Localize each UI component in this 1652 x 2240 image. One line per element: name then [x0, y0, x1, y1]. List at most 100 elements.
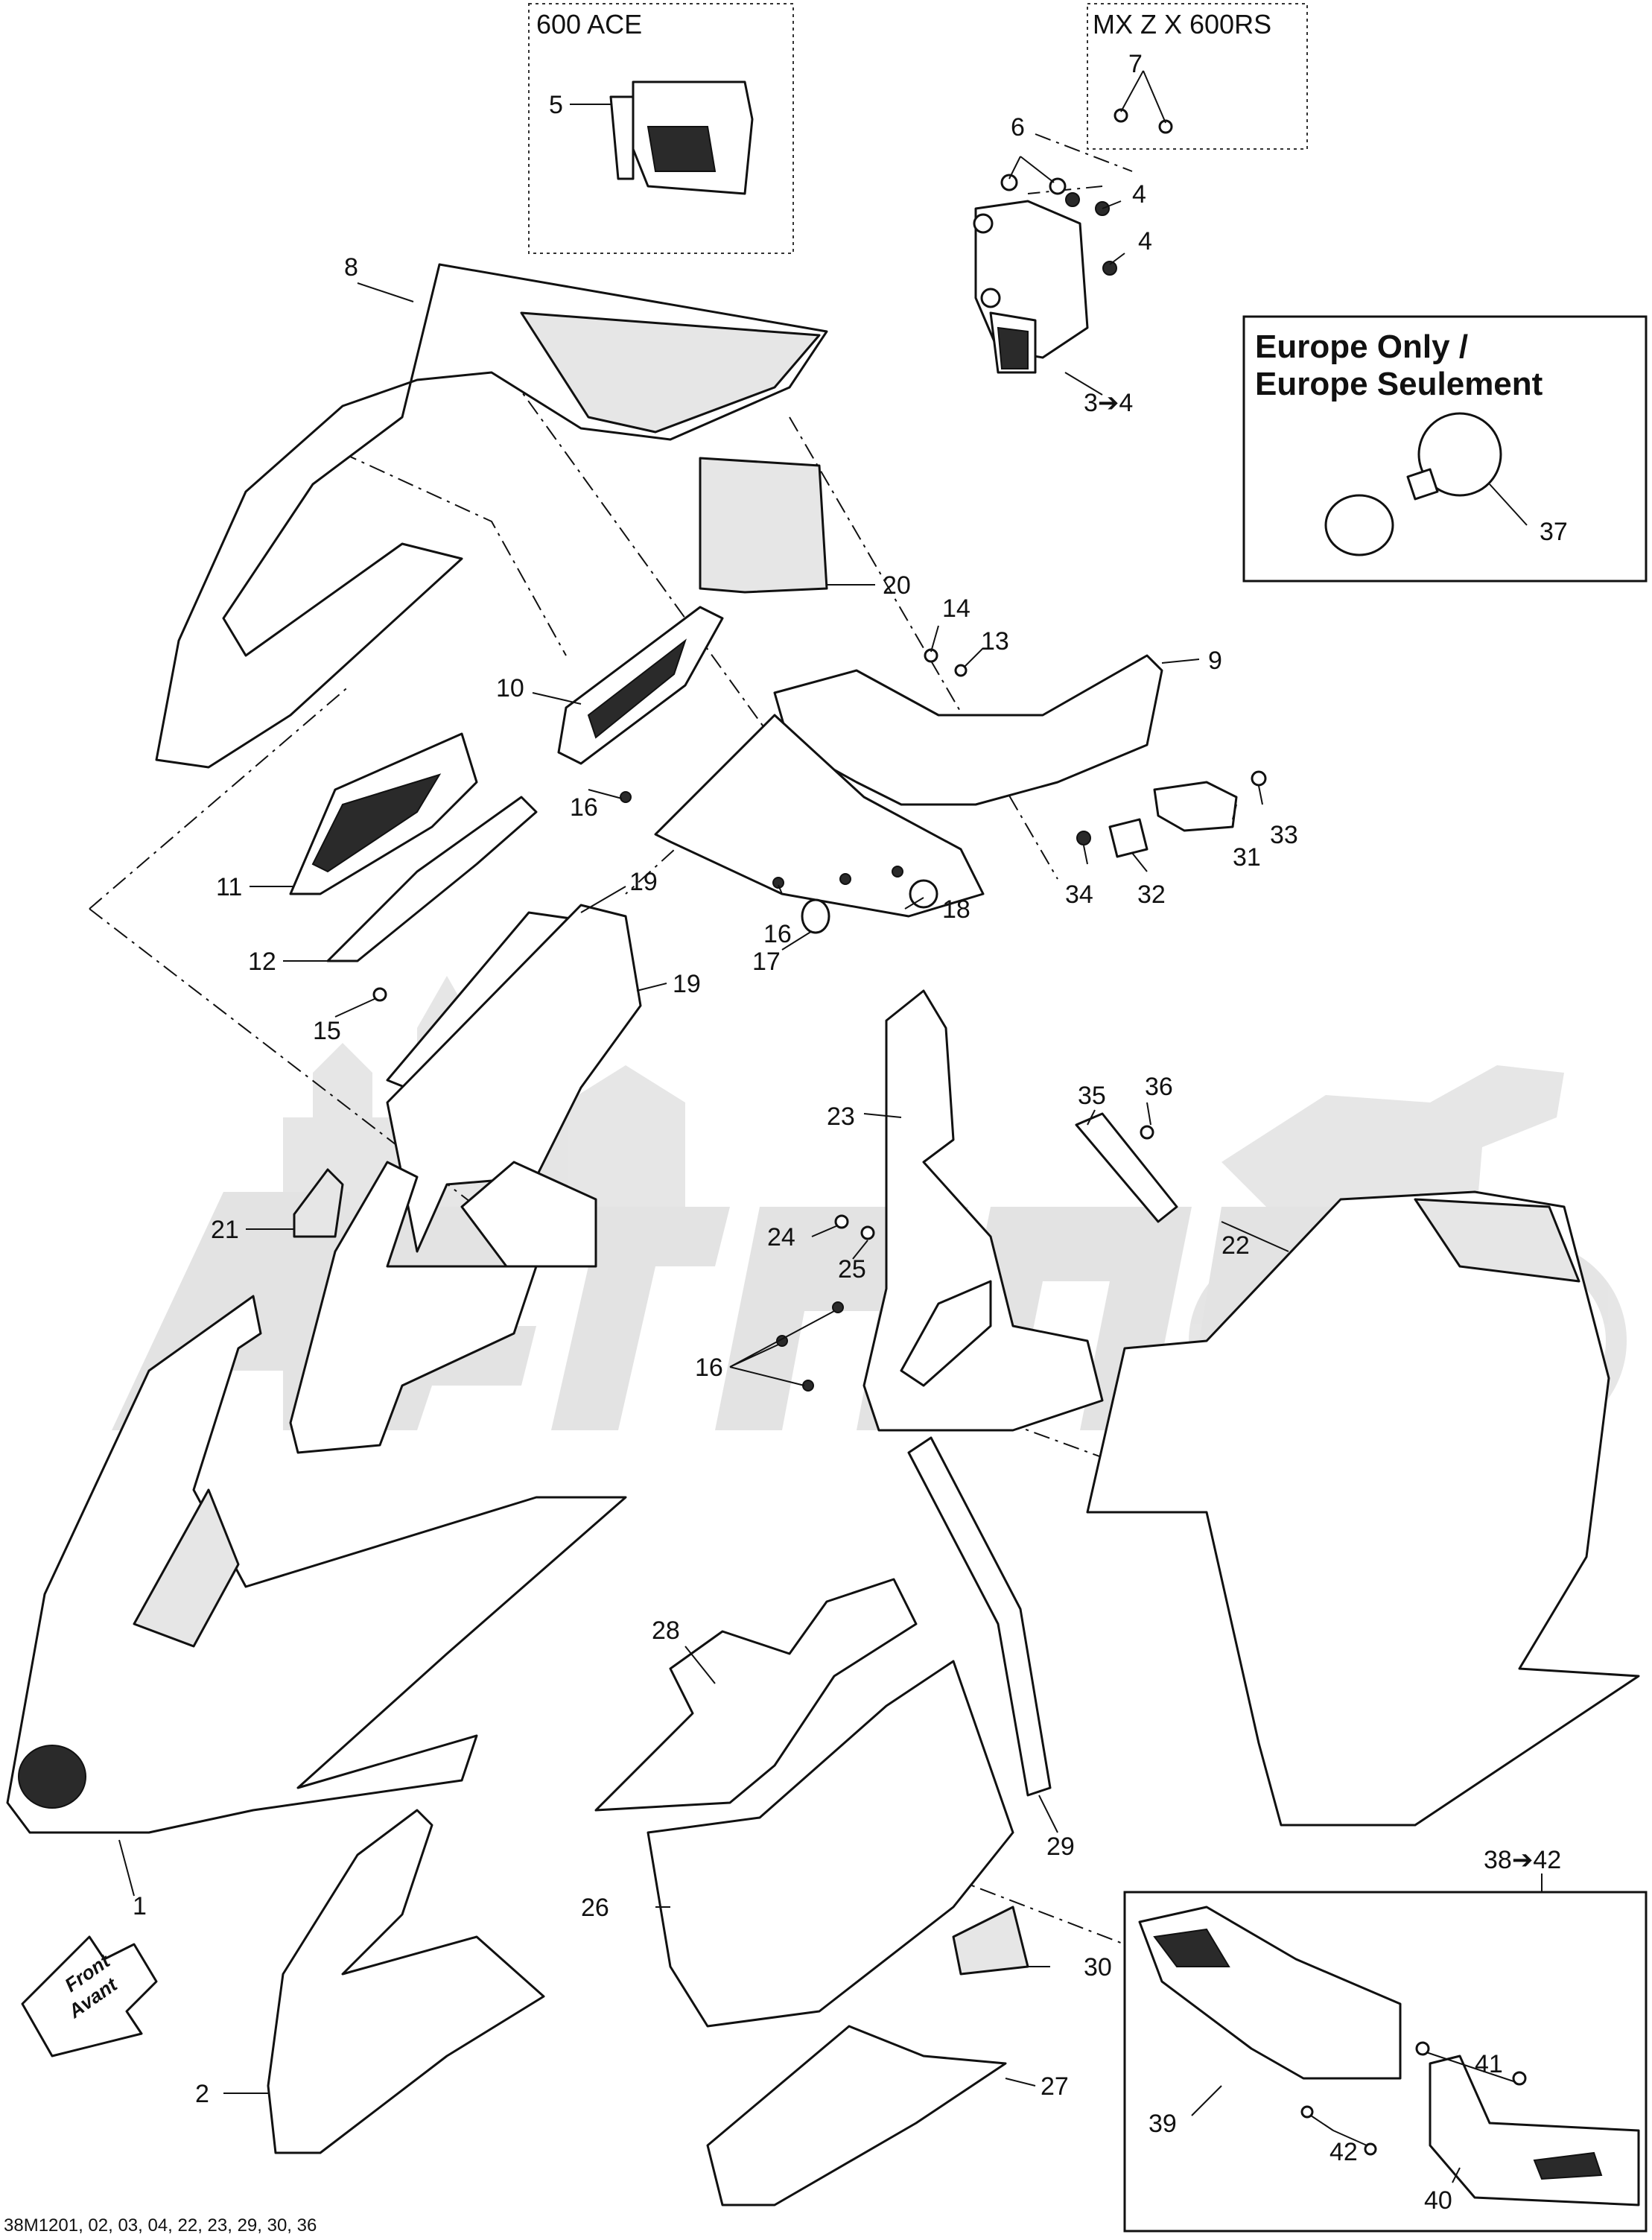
- box-europe-only: Europe Only / Europe Seulement: [1242, 315, 1648, 583]
- part-34-nut: [1076, 831, 1091, 845]
- callout-13: 13: [981, 627, 1009, 656]
- callout-36: 36: [1145, 1073, 1173, 1101]
- part-22-side-panel: [1086, 1190, 1640, 1827]
- callout-9: 9: [1208, 647, 1222, 675]
- callout-19: 18: [942, 895, 970, 924]
- callout-16: 16: [695, 1354, 723, 1382]
- part-30-pad: [952, 1906, 1029, 1976]
- callout-41: 41: [1475, 2050, 1503, 2078]
- europe-only-line1: Europe Only /: [1255, 329, 1468, 365]
- callout-21: 21: [211, 1216, 239, 1244]
- callout-4: 4: [1138, 227, 1152, 256]
- box-600-ace: 600 ACE: [528, 3, 794, 254]
- part-36-screw: [1140, 1125, 1154, 1140]
- leader-lines: [118, 70, 1543, 2183]
- callout-24: 24: [767, 1223, 795, 1251]
- callout-6: 6: [1011, 113, 1025, 142]
- box-handguard-kit: [1123, 1891, 1648, 2233]
- callout-18: 20: [883, 571, 911, 600]
- part-17-side-panel: [386, 904, 642, 1253]
- callout-27: 27: [1041, 2072, 1069, 2101]
- callout-40: 40: [1424, 2186, 1452, 2215]
- part-12-vent-bracket: [326, 796, 538, 962]
- callout-29: 29: [1046, 1833, 1075, 1861]
- part-27-panel: [706, 2025, 1007, 2206]
- callout-11: 11: [216, 873, 242, 901]
- callout-17: 19: [673, 970, 701, 998]
- callout-4: 4: [1132, 180, 1146, 209]
- part-16-nut: [832, 1301, 844, 1313]
- callout-38-42: 38➔42: [1484, 1846, 1561, 1874]
- part-16-nut: [620, 791, 632, 803]
- callout-20: 19: [629, 868, 658, 896]
- part-18-panel: [699, 457, 828, 594]
- callout-16: 16: [570, 793, 598, 822]
- callout-42: 42: [1329, 2138, 1358, 2166]
- part-9-inner-bracket: [654, 654, 1163, 918]
- part-21-pad: [293, 1168, 344, 1238]
- part-24-screw: [834, 1214, 849, 1229]
- callout-7: 7: [1128, 50, 1143, 78]
- callout-19: 17: [752, 948, 781, 976]
- europe-only-line2: Europe Seulement: [1255, 366, 1543, 402]
- callout-5: 5: [549, 91, 563, 119]
- callout-10: 10: [496, 674, 524, 702]
- part-4-nut: [1102, 261, 1117, 276]
- callout-34: 34: [1065, 881, 1093, 909]
- callout-16: 16: [763, 920, 792, 948]
- part-40-handguard: [1429, 2055, 1640, 2206]
- part-16-nut: [892, 866, 903, 878]
- part-15-screw: [372, 987, 387, 1002]
- part-19-grommet: [909, 879, 938, 909]
- box-mxz-title: MX Z X 600RS: [1093, 9, 1271, 39]
- callout-33: 33: [1270, 821, 1298, 849]
- part-41-screw: [1415, 2041, 1430, 2056]
- part-42-washer: [1364, 2142, 1377, 2156]
- part-28-panel: [594, 1578, 918, 1812]
- box-600-ace-title: 600 ACE: [536, 9, 642, 39]
- part-1-nose-cone: [6, 1295, 627, 1834]
- callout-39: 39: [1149, 2110, 1177, 2138]
- callout-28: 28: [652, 1616, 680, 1645]
- part-31-latch: [1153, 781, 1238, 832]
- front-arrow-icon: Front Avant: [21, 1935, 158, 2057]
- callout-2: 2: [195, 2080, 209, 2108]
- part-7-screw: [1113, 108, 1128, 123]
- callout-8: 8: [344, 253, 358, 282]
- callout-35: 35: [1078, 1082, 1106, 1110]
- part-7-screw: [1158, 119, 1173, 134]
- box-mxz-x-600rs: MX Z X 600RS: [1087, 3, 1308, 150]
- callout-3-4: 3➔4: [1084, 389, 1133, 417]
- part-42-washer: [1300, 2105, 1314, 2119]
- callout-32: 32: [1137, 881, 1166, 909]
- part-8-hood-upper: [155, 263, 828, 769]
- part-25-washer: [860, 1225, 875, 1240]
- part-11-side-vent: [289, 732, 538, 962]
- part-26-panel: [646, 1660, 1014, 2028]
- callout-23: 23: [827, 1102, 855, 1131]
- part-16-nut: [839, 873, 851, 885]
- part-19-grommet: [801, 898, 830, 934]
- callout-30: 30: [1084, 1953, 1112, 1982]
- part-5-light-housing: [609, 80, 754, 195]
- part-37-reflector-bulb: [1324, 412, 1502, 556]
- part-35-strap: [1075, 1112, 1178, 1223]
- part-3-headlight-assembly: [973, 174, 1117, 374]
- part-29-trim: [907, 1436, 1052, 1797]
- part-2-lower-nose: [267, 1809, 545, 2154]
- part-41-screw: [1512, 2071, 1527, 2086]
- callout-37: 37: [1540, 518, 1568, 546]
- reference-code: 38M1201, 02, 03, 04, 22, 23, 29, 30, 36: [4, 2215, 317, 2236]
- callout-26: 26: [581, 1894, 609, 1922]
- part-16-nut: [772, 877, 784, 889]
- callout-1: 1: [133, 1892, 147, 1920]
- callout-15: 15: [313, 1017, 341, 1045]
- callouts: 1 2 3➔4 4 4 5 6 7 8 9 10 11 12 13 14 15 …: [133, 50, 1568, 2215]
- callout-22: 22: [1221, 1231, 1250, 1260]
- callout-25: 25: [838, 1255, 866, 1284]
- part-32-clip: [1108, 818, 1149, 858]
- callout-31: 31: [1233, 843, 1261, 872]
- callout-14: 14: [942, 594, 970, 623]
- callout-12: 12: [248, 948, 276, 976]
